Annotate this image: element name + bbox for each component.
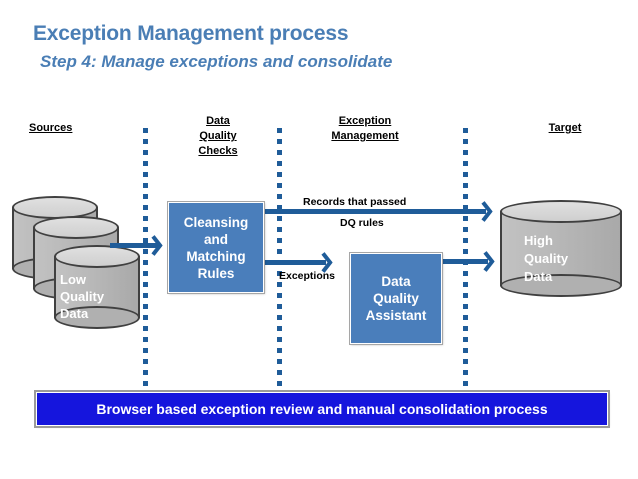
target-database[interactable] bbox=[500, 200, 622, 297]
source-database-label: Low Quality Data bbox=[60, 271, 104, 322]
cylinder-top bbox=[33, 216, 119, 239]
browser-review-banner[interactable]: Browser based exception review and manua… bbox=[34, 390, 610, 428]
cleansing-label-line2: and bbox=[203, 231, 228, 247]
flow-label-passed-records-line2: DQ rules bbox=[340, 217, 384, 229]
column-header-dqc-line3: Checks bbox=[198, 145, 238, 157]
source-db-label-line3: Data bbox=[60, 306, 89, 321]
dq-assistant-box-label: Data Quality Assistant bbox=[366, 273, 427, 324]
cylinder-top bbox=[500, 200, 622, 223]
flow-label-passed-records-line1: Records that passed bbox=[303, 196, 407, 208]
source-database-front[interactable] bbox=[54, 245, 140, 329]
cleansing-and-matching-rules-box[interactable]: Cleansing and Matching Rules bbox=[167, 201, 265, 294]
cylinder-top bbox=[54, 245, 140, 268]
cylinder-bottom bbox=[500, 274, 622, 297]
arrow-source-to-cleansing-head bbox=[152, 236, 166, 254]
arrow-source-to-cleansing-line bbox=[110, 243, 158, 248]
source-db-label-line2: Quality bbox=[60, 289, 105, 304]
browser-review-banner-label: Browser based exception review and manua… bbox=[96, 401, 548, 417]
arrow-passed-records-line bbox=[264, 209, 486, 214]
divider-dqc-exception bbox=[277, 128, 282, 390]
arrow-assistant-to-target-head bbox=[484, 252, 498, 270]
column-header-target: Target bbox=[515, 121, 615, 136]
source-db-label-line1: Low bbox=[60, 272, 86, 287]
flow-label-exceptions: Exceptions bbox=[279, 270, 336, 282]
cleansing-label-line1: Cleansing bbox=[183, 214, 249, 230]
column-header-sources: Sources bbox=[29, 121, 109, 136]
page-subtitle: Step 4: Manage exceptions and consolidat… bbox=[40, 52, 393, 71]
arrow-exceptions-head bbox=[322, 253, 336, 271]
column-header-em-line2: Management bbox=[331, 130, 399, 142]
divider-sources-dqc bbox=[143, 128, 148, 390]
target-db-label-line1: High bbox=[524, 233, 553, 248]
cleansing-box-label: Cleansing and Matching Rules bbox=[184, 214, 249, 282]
arrow-exceptions-line bbox=[264, 260, 326, 265]
cylinder-bottom bbox=[54, 306, 140, 329]
arrow-assistant-to-target-line bbox=[443, 259, 488, 264]
target-db-label-line2: Quality bbox=[524, 251, 569, 266]
column-header-em-line1: Exception bbox=[338, 115, 392, 127]
column-header-dqc-line2: Quality bbox=[199, 130, 237, 142]
target-db-label-line3: Data bbox=[524, 269, 553, 284]
column-header-dqc-line1: Data bbox=[206, 115, 230, 127]
dq-assistant-label-line2: Quality bbox=[373, 291, 419, 306]
arrow-passed-records-head bbox=[482, 202, 496, 220]
dq-assistant-label-line3: Assistant bbox=[365, 308, 427, 323]
page-title: Exception Management process bbox=[33, 22, 349, 45]
data-quality-assistant-box[interactable]: Data Quality Assistant bbox=[349, 252, 443, 345]
column-header-target-line1: Target bbox=[548, 122, 582, 134]
target-database-label: High Quality Data bbox=[524, 232, 568, 286]
cleansing-label-line4: Rules bbox=[197, 265, 235, 281]
cleansing-label-line3: Matching bbox=[186, 248, 246, 264]
dq-assistant-label-line1: Data bbox=[381, 274, 411, 289]
column-header-sources-line1: Sources bbox=[29, 122, 73, 134]
column-header-exception-management: Exception Management bbox=[305, 114, 425, 144]
column-header-data-quality-checks: Data Quality Checks bbox=[178, 114, 258, 159]
